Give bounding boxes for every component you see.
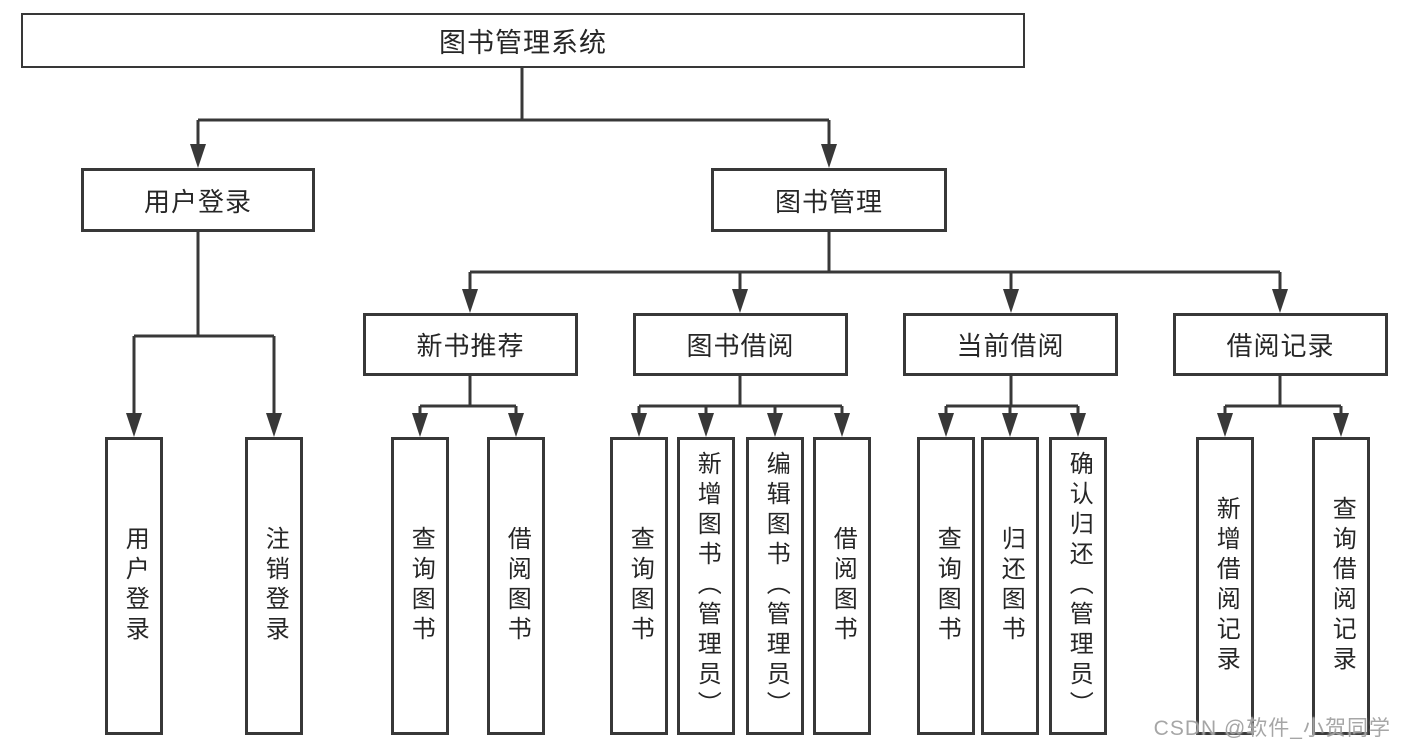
leaf-logout: 注销登录 xyxy=(245,437,303,735)
node-new-book-recommendation: 新书推荐 xyxy=(363,313,578,376)
leaf-label: 注销登录 xyxy=(261,526,289,646)
leaf-label: 借阅图书 xyxy=(503,526,531,646)
node-current-borrowing: 当前借阅 xyxy=(903,313,1118,376)
node-label: 图书管理系统 xyxy=(439,28,607,58)
leaf-bb-query-books: 查询图书 xyxy=(610,437,668,735)
leaf-bb-add-book-admin: 新增图书（管理员） xyxy=(677,437,735,735)
leaf-label: 查询借阅记录 xyxy=(1328,496,1356,676)
node-label: 图书管理 xyxy=(774,186,883,217)
node-label: 借阅记录 xyxy=(1226,331,1335,361)
leaf-cb-query-books: 查询图书 xyxy=(917,437,975,735)
leaf-nbr-query-books: 查询图书 xyxy=(391,437,449,735)
node-label: 用户登录 xyxy=(143,186,252,217)
leaf-label: 确认归还（管理员） xyxy=(1065,451,1093,721)
leaf-label: 查询图书 xyxy=(407,526,435,646)
csdn-watermark: CSDN @软件_小贺同学 xyxy=(1153,717,1391,740)
node-label: 新书推荐 xyxy=(416,331,525,361)
leaf-nbr-borrow-books: 借阅图书 xyxy=(487,437,545,735)
leaf-cb-confirm-return-admin: 确认归还（管理员） xyxy=(1049,437,1107,735)
leaf-label: 新增图书（管理员） xyxy=(693,451,721,721)
node-label: 图书借阅 xyxy=(686,331,795,361)
leaf-label: 用户登录 xyxy=(121,526,149,646)
leaf-label: 新增借阅记录 xyxy=(1212,496,1240,676)
leaf-label: 归还图书 xyxy=(997,526,1025,646)
node-label: 当前借阅 xyxy=(956,331,1065,361)
node-book-management: 图书管理 xyxy=(711,168,947,232)
leaf-bb-edit-book-admin: 编辑图书（管理员） xyxy=(746,437,804,735)
leaf-br-query-borrow-record: 查询借阅记录 xyxy=(1312,437,1370,735)
leaf-br-add-borrow-record: 新增借阅记录 xyxy=(1196,437,1254,735)
node-user-login: 用户登录 xyxy=(81,168,315,232)
leaf-label: 查询图书 xyxy=(626,526,654,646)
node-borrowing-records: 借阅记录 xyxy=(1173,313,1388,376)
leaf-cb-return-books: 归还图书 xyxy=(981,437,1039,735)
leaf-user-login: 用户登录 xyxy=(105,437,163,735)
leaf-bb-borrow-books: 借阅图书 xyxy=(813,437,871,735)
leaf-label: 借阅图书 xyxy=(829,526,857,646)
node-library-management-system: 图书管理系统 xyxy=(21,13,1025,68)
leaf-label: 查询图书 xyxy=(933,526,961,646)
leaf-label: 编辑图书（管理员） xyxy=(762,451,790,721)
node-book-borrowing: 图书借阅 xyxy=(633,313,848,376)
